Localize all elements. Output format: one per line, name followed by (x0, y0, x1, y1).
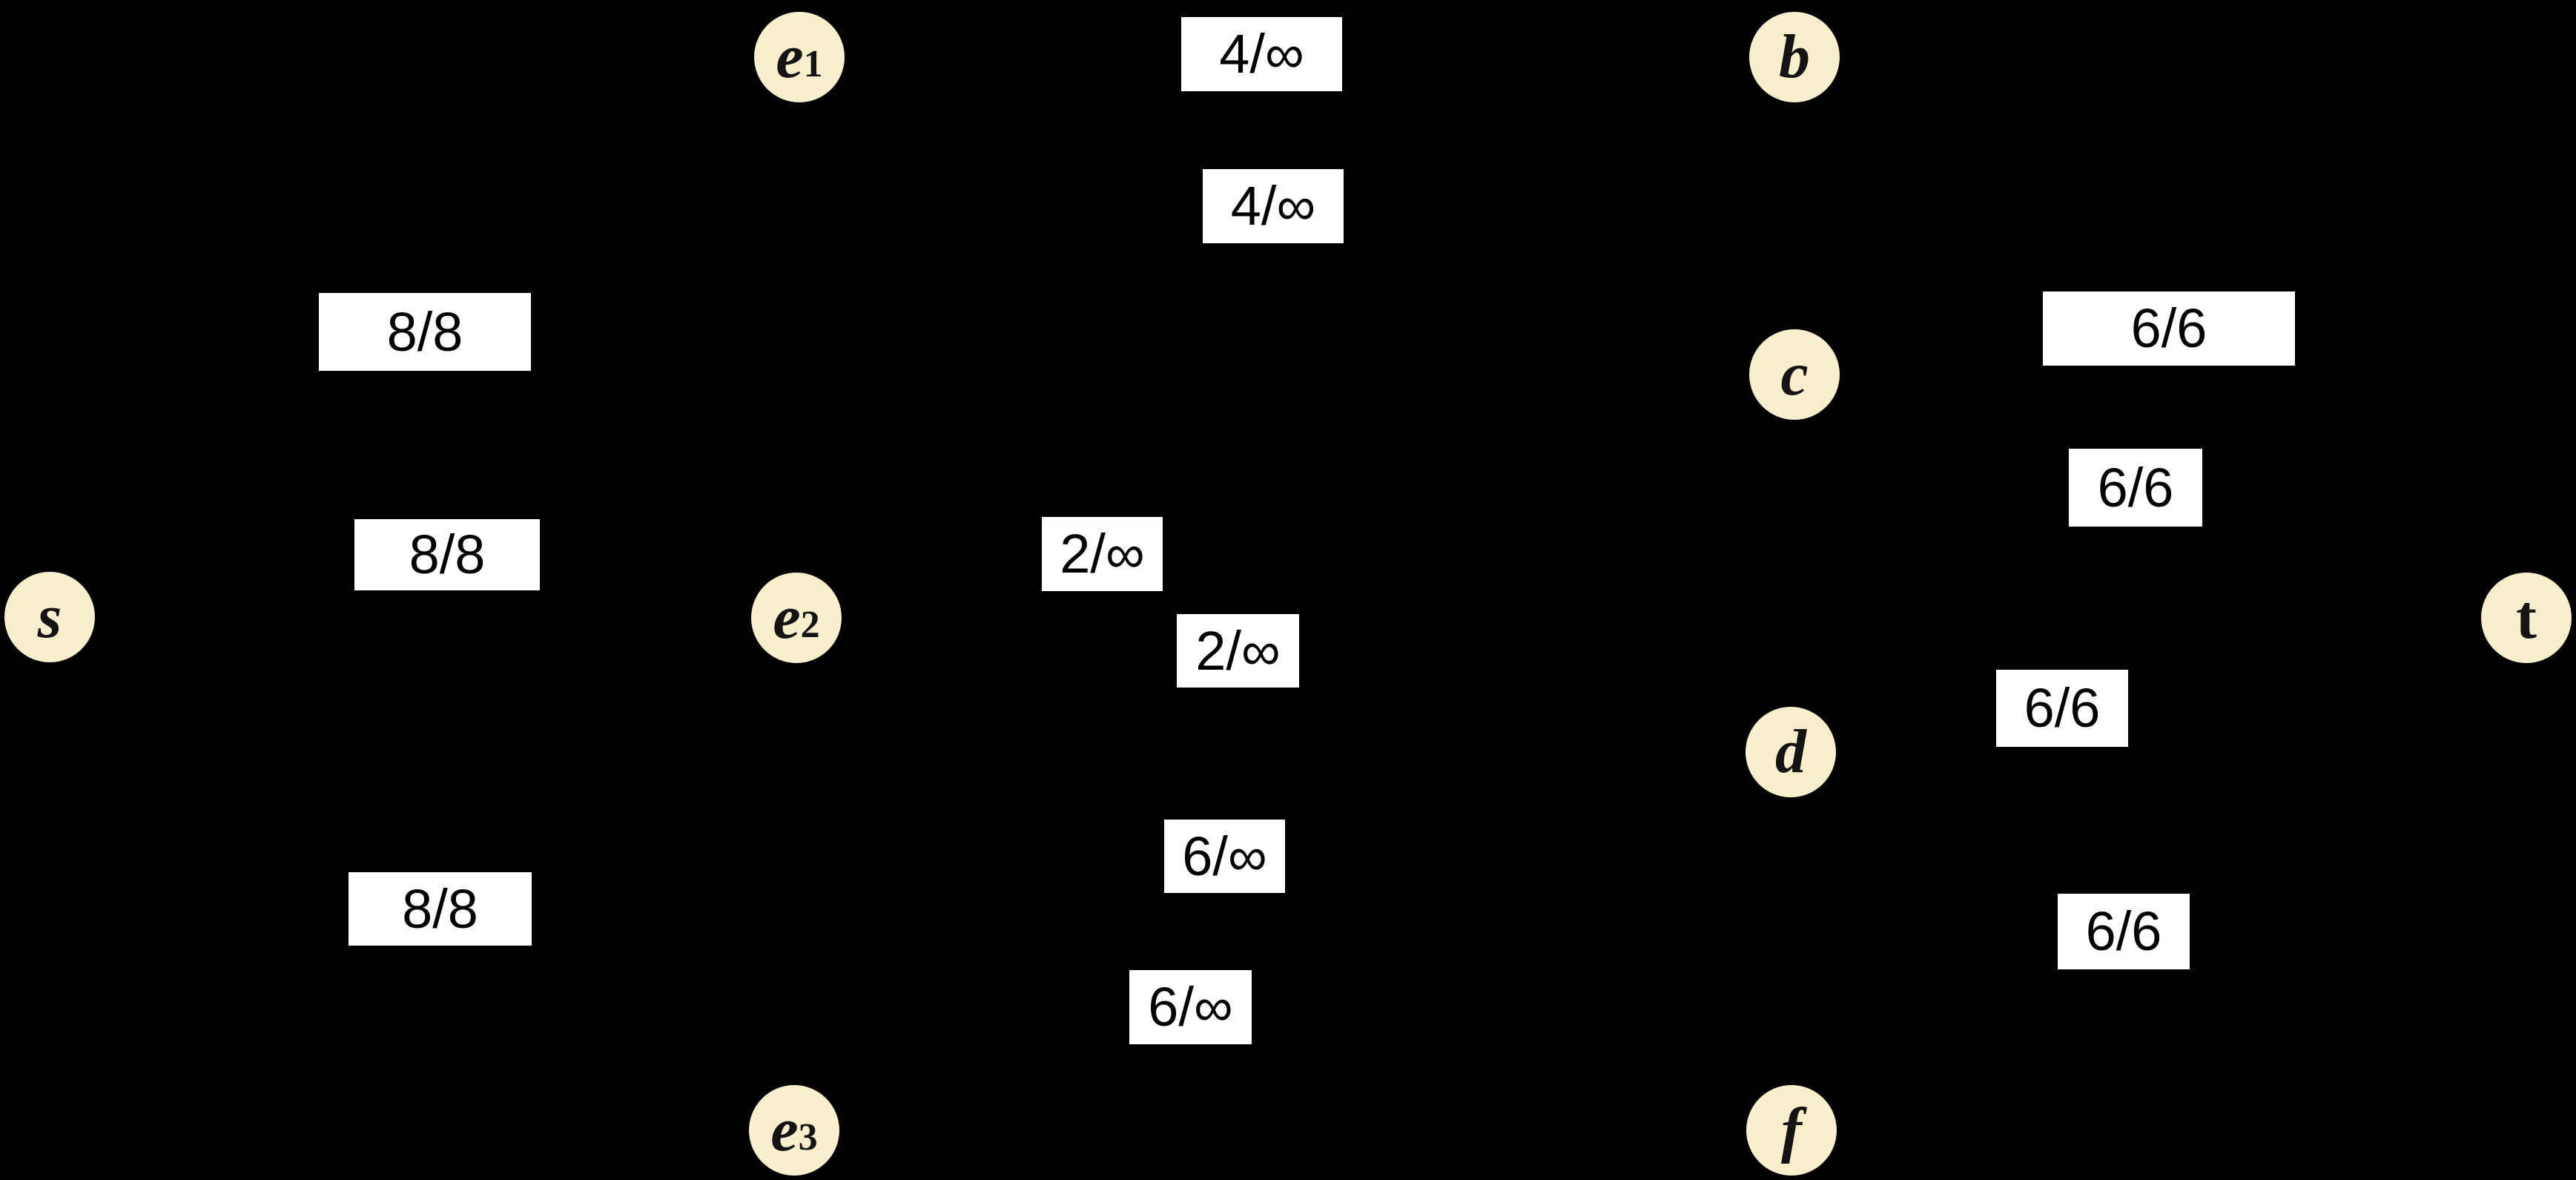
edge-capacity-label: 6/∞ (1164, 820, 1285, 893)
graph-node-t: t (2481, 573, 2572, 663)
edge-capacity-label: 8/8 (354, 519, 540, 590)
edge-capacity-label: 6/6 (2043, 291, 2295, 366)
edge-capacity-label: 6/6 (2058, 894, 2190, 969)
edge-capacity-label: 4/∞ (1181, 17, 1342, 91)
edge-capacity-label: 2/∞ (1177, 614, 1299, 688)
edge-capacity-label: 6/6 (2069, 449, 2202, 527)
node-label: d (1775, 717, 1806, 786)
node-label: b (1779, 22, 1810, 91)
node-label: e (770, 1095, 799, 1164)
node-label: s (37, 582, 62, 651)
edge-capacity-label: 6/6 (1996, 670, 2128, 747)
graph-node-b: b (1749, 12, 1840, 102)
graph-node-f: f (1746, 1085, 1837, 1176)
graph-node-d: d (1746, 707, 1836, 797)
node-label: t (2516, 583, 2537, 652)
graph-node-c: c (1749, 329, 1840, 420)
edge-capacity-label: 6/∞ (1129, 970, 1252, 1044)
node-label: e (776, 22, 804, 91)
edge-capacity-label: 8/8 (349, 872, 532, 946)
edge-capacity-label: 2/∞ (1042, 517, 1163, 591)
node-label-subscript: 2 (800, 604, 820, 647)
node-label: f (1781, 1095, 1802, 1164)
node-label: c (1780, 340, 1809, 409)
node-label: e (773, 583, 801, 652)
node-label-subscript: 3 (798, 1116, 818, 1159)
edge-capacity-label: 8/8 (319, 293, 531, 371)
node-label-subscript: 1 (803, 43, 823, 86)
edge-capacity-label: 4/∞ (1203, 169, 1344, 243)
graph-node-s: s (4, 572, 95, 662)
